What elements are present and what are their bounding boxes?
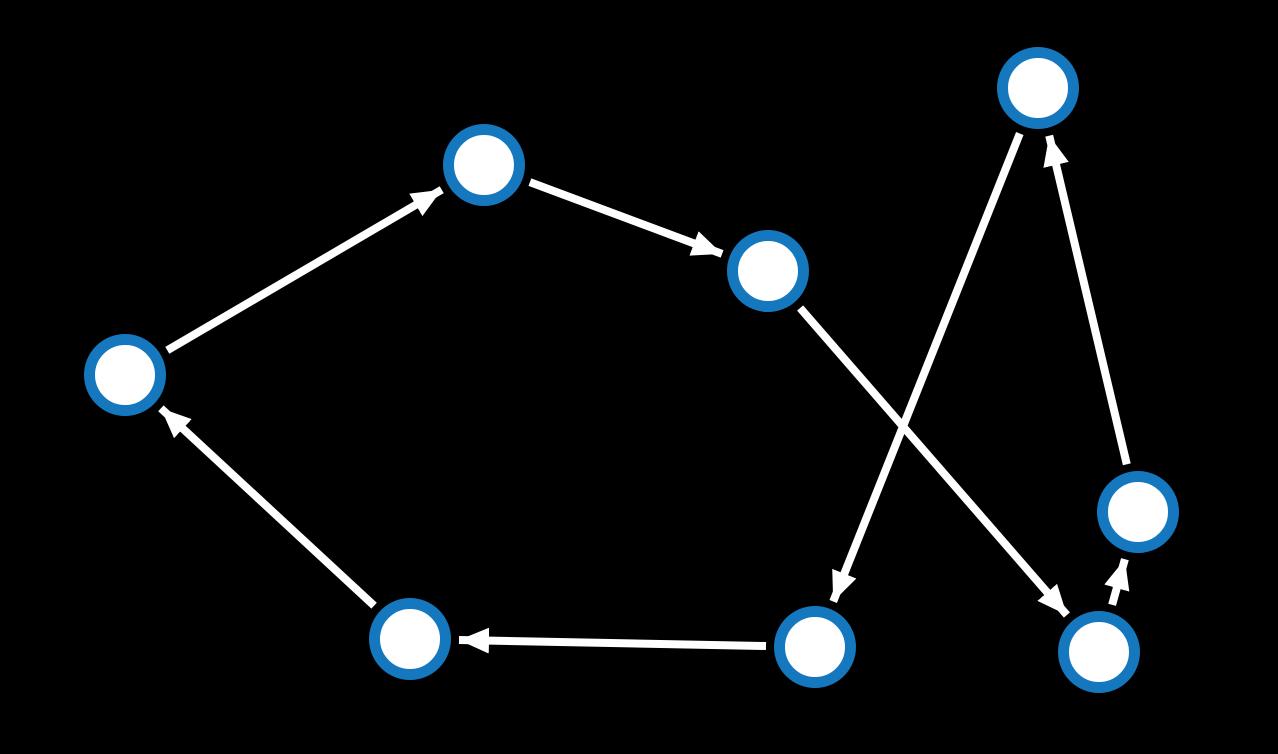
- edge-arrow-n5-n1: [1043, 134, 1131, 466]
- nodes-layer: [84, 47, 1179, 693]
- edge-arrow-n3-n8: [797, 305, 1070, 618]
- edge-arrow-n7-n6: [458, 627, 767, 654]
- edge-arrow-n6-n4: [158, 405, 377, 609]
- graph-node-n1[interactable]: [997, 47, 1079, 129]
- graph-node-n5[interactable]: [1097, 471, 1179, 553]
- graph-node-n3[interactable]: [727, 230, 809, 312]
- edge-arrow-n2-n3: [528, 178, 724, 258]
- edge-arrow-n1-n7: [829, 132, 1024, 603]
- edge-arrow-n8-n5: [1104, 558, 1130, 606]
- graph-node-n2[interactable]: [443, 124, 525, 206]
- graph-node-n4[interactable]: [84, 334, 166, 416]
- graph-node-n6[interactable]: [369, 598, 451, 680]
- edges-layer: [158, 132, 1131, 654]
- edge-arrow-n4-n2: [165, 186, 444, 354]
- graph-node-n7[interactable]: [774, 606, 856, 688]
- graph-node-n8[interactable]: [1058, 611, 1140, 693]
